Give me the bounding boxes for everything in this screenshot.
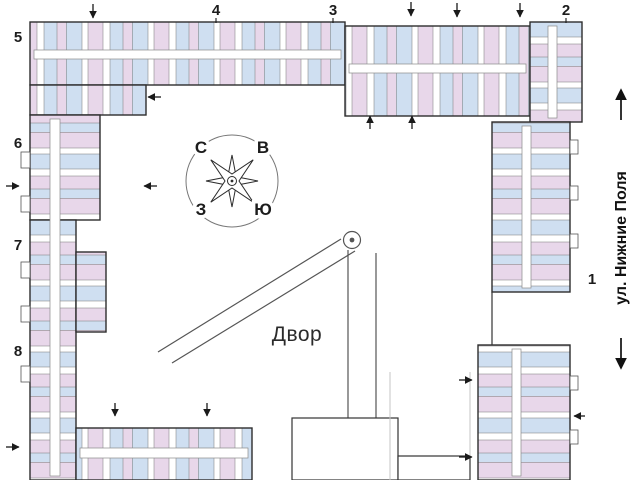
section-label-6: 6 [14,135,22,152]
corridor [511,348,522,477]
balcony [20,151,31,169]
section-label-1: 1 [588,271,596,288]
street-label: ул. Нижние Поля [613,171,630,305]
balcony [20,195,31,213]
compass-west-label: З [196,200,207,219]
balcony [569,185,579,201]
courtyard-label: Двор [272,323,323,346]
section-label-7: 7 [14,237,22,254]
balcony [569,429,579,445]
entrance-arrows [6,2,585,461]
section-label-8: 8 [14,343,22,360]
street-callout: ул. Нижние Поля [613,88,630,370]
compass-south-label: Ю [254,200,272,219]
corridor [79,447,249,459]
section-labels: 5 4 3 2 6 7 8 1 [14,2,596,360]
corridor [547,25,558,119]
corridor [521,125,532,289]
section-ticks [215,18,567,23]
compass-north-label: С [195,138,207,157]
section-label-4: 4 [212,2,221,19]
balcony [20,305,31,323]
section-label-2: 2 [562,2,570,19]
building-wing [477,344,571,480]
section-label-5: 5 [14,29,22,46]
parking-structure [291,417,399,480]
corridors [33,25,558,477]
corridor [348,63,527,74]
balconies [20,139,579,445]
building-wing [29,114,101,221]
corridor [49,118,61,477]
building-wing [75,251,107,333]
building-outline [29,21,583,480]
compass-east-label: В [257,138,269,157]
balcony [569,233,579,249]
parking-structure [397,455,471,480]
balcony [20,261,31,279]
balcony [569,139,579,155]
building-wing [29,84,147,116]
section-label-3: 3 [329,2,337,19]
corridor [33,49,342,60]
balcony [569,375,579,391]
compass-rose-icon: С В З Ю [185,134,279,228]
balcony [20,365,31,383]
parking-ramp [157,230,471,480]
